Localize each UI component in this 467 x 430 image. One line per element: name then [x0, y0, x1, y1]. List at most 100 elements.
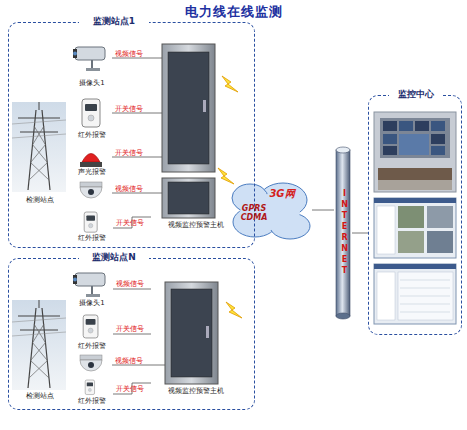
control-room-photo	[399, 134, 429, 155]
control-room-photo	[383, 146, 397, 155]
device-icon	[73, 273, 105, 297]
signal-connector	[113, 383, 151, 394]
node-label: 红外报警	[65, 234, 119, 242]
signal-connector	[312, 210, 334, 211]
node-label: 红外报警	[65, 131, 119, 139]
infrared-alarm: 红外报警	[71, 211, 113, 245]
node-label: 视频监控预警主机	[151, 387, 241, 395]
monitor-host: 视频监控预警主机	[151, 177, 241, 233]
control-room-photo	[431, 134, 445, 144]
tower-site: 检测站点	[11, 299, 69, 405]
software-screenshot	[427, 206, 453, 228]
wireless-bolt	[226, 302, 242, 318]
device-icon	[85, 380, 94, 395]
control-room-photo	[374, 112, 456, 192]
signal-label: 开关信号	[115, 148, 143, 158]
signal-label: 视频信号	[115, 356, 143, 366]
control-room-photo	[399, 121, 413, 131]
host-cabinet	[171, 289, 212, 377]
host-cabinet	[168, 182, 209, 214]
node-label: 3G网	[262, 188, 302, 200]
node-label: 视频监控预警主机	[151, 221, 241, 229]
device-icon	[73, 47, 105, 71]
signal-connector	[352, 233, 368, 234]
host-cabinet	[162, 44, 218, 384]
device-icon	[83, 315, 98, 338]
software-screenshot	[400, 280, 450, 281]
software-screenshot	[398, 206, 424, 228]
software-screenshot	[377, 272, 395, 320]
software-screenshot	[374, 198, 456, 324]
host-cabinet	[162, 44, 215, 172]
signal-connector	[113, 289, 151, 290]
host-cabinet	[162, 178, 215, 218]
software-screenshot	[398, 231, 424, 253]
tower-photo	[12, 102, 66, 390]
monitor-center: 监控中心	[368, 95, 462, 335]
signal-label: 视频信号	[115, 49, 143, 59]
wireless-bolt	[222, 76, 238, 92]
device-icon	[85, 380, 94, 395]
control-room-photo	[415, 121, 429, 131]
control-room-photo	[383, 134, 397, 144]
device-icon	[80, 355, 102, 371]
internet-backbone: INTERNET	[334, 145, 352, 321]
software-screenshot	[400, 296, 450, 297]
control-room-photo	[380, 118, 450, 158]
signal-label: 视频信号	[116, 279, 144, 289]
diagram-title: 电力线在线监测	[0, 3, 467, 21]
tower-photo	[12, 300, 66, 390]
software-screenshot	[427, 231, 453, 253]
node-label: 检测站点	[11, 196, 69, 204]
signal-wire	[112, 58, 165, 365]
group-heading: 监测站点N	[79, 252, 149, 262]
software-screenshot	[374, 198, 456, 258]
node-label: 声光报警	[65, 168, 119, 176]
device-icon	[84, 212, 97, 232]
device-icon	[83, 315, 98, 338]
signal-label: 开关信号	[116, 384, 144, 394]
signal-label: 开关信号	[116, 218, 144, 228]
device-icon	[80, 182, 102, 198]
control-room-photo	[378, 180, 452, 190]
software-screenshot	[400, 312, 450, 313]
software-screenshot	[400, 304, 450, 305]
software-screenshot	[374, 264, 456, 324]
software-screenshot	[400, 288, 450, 289]
host-cabinet	[206, 326, 209, 338]
wireless-bolt	[218, 168, 234, 184]
internet-pipe	[336, 313, 350, 319]
node-label: GPRS CDMA	[236, 204, 272, 222]
cloud-shape	[232, 183, 310, 239]
signal-label: 开关信号	[115, 104, 143, 114]
group-heading: 监控中心	[389, 89, 443, 99]
internet-pipe	[336, 150, 350, 316]
infrared-alarm: 红外报警	[71, 379, 113, 409]
control-room-photo	[374, 112, 456, 192]
infrared-alarm: 红外报警	[71, 97, 113, 143]
monitor-host: 视频监控预警主机	[151, 281, 241, 399]
signal-connector	[113, 334, 151, 335]
node-label: 红外报警	[65, 397, 119, 405]
node-label: INTERNET	[337, 189, 349, 277]
software-screenshot	[374, 198, 456, 203]
node-label: 红外报警	[65, 342, 119, 350]
host-cabinet	[165, 282, 218, 384]
host-cabinet	[203, 100, 206, 112]
network-cloud: 3G网 GPRS CDMA	[226, 176, 312, 244]
control-room-photo	[431, 146, 445, 155]
tower-site: 检测站点	[11, 101, 69, 209]
infrared-alarm: 红外报警	[71, 315, 113, 353]
signal-label: 开关信号	[116, 324, 144, 334]
signal-connector	[113, 217, 151, 228]
device-icon	[80, 154, 102, 168]
software-screenshot	[374, 264, 456, 269]
internet-pipe	[336, 147, 350, 319]
node-label: 检测站点	[11, 392, 69, 400]
signal-label: 视频信号	[115, 184, 143, 194]
node-label: 摄像头1	[65, 299, 119, 307]
